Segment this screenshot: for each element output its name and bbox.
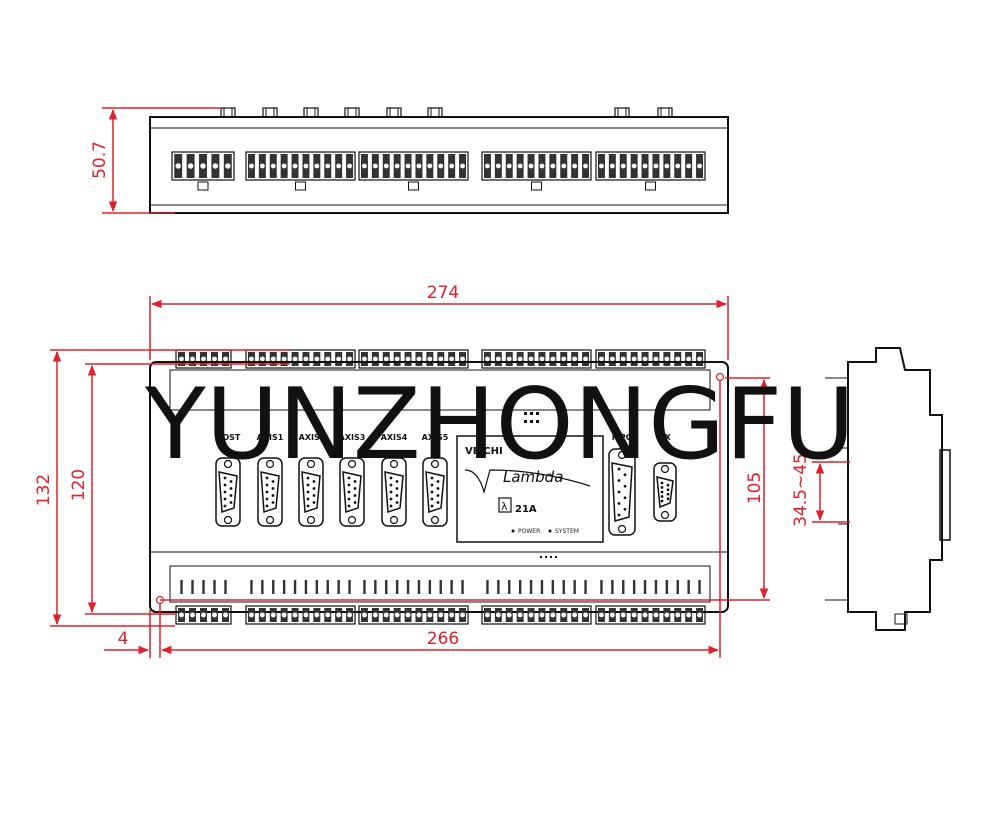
port-label-axis3: AXIS3 <box>339 433 366 442</box>
model-number: 21A <box>515 504 537 515</box>
dim-edge-offset: 4 <box>118 629 129 649</box>
port-label-axis1: AXIS1 <box>257 433 284 442</box>
side-view: 34.5~45 <box>791 347 951 631</box>
port-label-axis4: AXIS4 <box>381 433 408 442</box>
brand-name: VEICHI <box>465 446 503 457</box>
dim-right-height: 105 <box>745 472 765 504</box>
led-system-label: SYSTEM <box>555 528 579 535</box>
port-label-mpg: MPG <box>612 433 632 442</box>
top-view: 50.7 <box>90 107 729 214</box>
front-top-terminal-blocks <box>175 349 706 369</box>
lambda-icon: λ <box>501 500 508 513</box>
top-knobs <box>220 107 673 118</box>
port-label-axis2: AXIS2 <box>299 433 326 442</box>
front-view: 274 HOST AXIS1 AXIS2 AXIS3 AXIS4 AXIS5 M… <box>34 283 770 658</box>
indicator-dots <box>524 412 557 558</box>
watermark: YUNZHONGFU <box>144 368 855 482</box>
dsub-connectors <box>215 448 677 536</box>
port-label-host: HOST <box>216 433 241 442</box>
dim-inner-height: 120 <box>69 469 89 501</box>
dim-side-rail: 34.5~45 <box>791 453 811 527</box>
port-label-ex: EX <box>659 433 671 442</box>
top-view-body <box>149 116 729 214</box>
product-name: Lambda <box>503 468 563 486</box>
dim-hole-spacing: 266 <box>427 629 459 649</box>
led-power-label: POWER <box>518 528 540 535</box>
port-label-axis5: AXIS5 <box>422 433 449 442</box>
dim-top-height: 50.7 <box>90 141 110 179</box>
top-terminal-blocks <box>171 151 706 191</box>
product-panel: VEICHI Lambda λ 21A POWER SYSTEM <box>456 435 604 543</box>
dim-overall-width: 274 <box>427 283 459 303</box>
dim-outer-height: 132 <box>34 474 54 506</box>
front-bottom-terminal-blocks <box>175 580 706 625</box>
